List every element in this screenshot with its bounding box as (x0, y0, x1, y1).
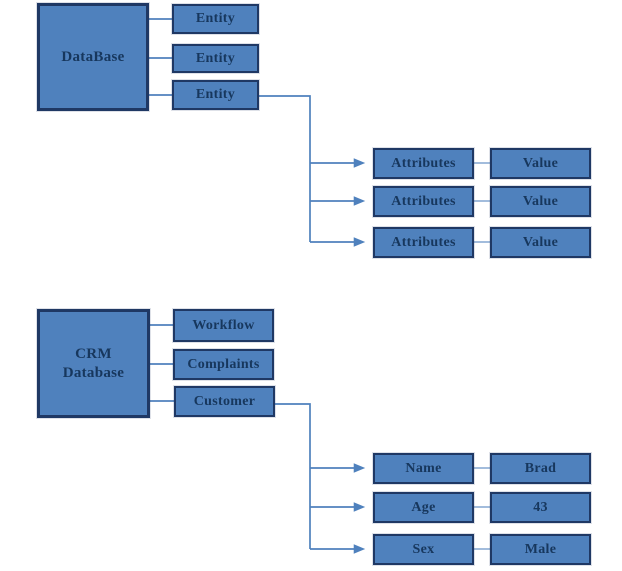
workflow-box: Workflow (173, 309, 274, 342)
attributes-box-2: Attributes (373, 186, 474, 217)
entity-box-1: Entity (172, 4, 259, 34)
attributes-box-1: Attributes (373, 148, 474, 179)
customer-box: Customer (174, 386, 275, 417)
name-key-box: Name (373, 453, 474, 484)
crm-database-root-box: CRM Database (37, 309, 150, 418)
attributes-box-3: Attributes (373, 227, 474, 258)
sex-value-box: Male (490, 534, 591, 565)
age-key-box: Age (373, 492, 474, 523)
connector-entity3-elbow (259, 95, 311, 242)
complaints-box: Complaints (173, 349, 274, 380)
value-box-2: Value (490, 186, 591, 217)
entity-box-2: Entity (172, 44, 259, 73)
name-value-box: Brad (490, 453, 591, 484)
age-value-box: 43 (490, 492, 591, 523)
value-box-1: Value (490, 148, 591, 179)
value-box-3: Value (490, 227, 591, 258)
entity-box-3: Entity (172, 80, 259, 110)
sex-key-box: Sex (373, 534, 474, 565)
connector-customer-elbow (275, 403, 311, 549)
database-root-box: DataBase (37, 3, 149, 111)
